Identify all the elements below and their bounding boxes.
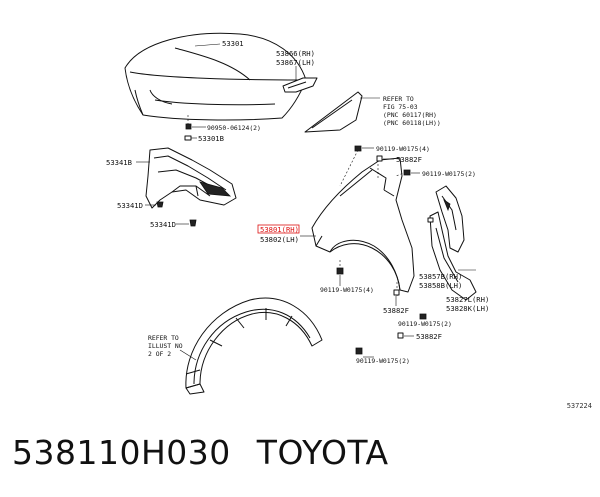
liner-bolt[interactable] <box>355 347 363 355</box>
refer-illust-line-2: ILLUST NO <box>148 342 183 350</box>
hood-clip-label: 90950-06124(2) <box>207 124 261 132</box>
bolt-5-label: 90119-W0175(2) <box>356 357 410 365</box>
protector-rh-label: 53827L(RH) <box>446 295 489 304</box>
fender-dash-1 <box>339 149 359 187</box>
hood-panel[interactable] <box>124 32 307 121</box>
footer-caption: 538110H030 TOYOTA <box>12 433 389 472</box>
fender-lh-label[interactable]: 53802(LH) <box>260 235 299 244</box>
insulator-clip-lower[interactable] <box>189 219 197 227</box>
bolt-1-label: 90119-W0175(4) <box>376 145 430 153</box>
fender-clip-lower[interactable] <box>397 332 404 339</box>
hood-clip[interactable] <box>185 123 192 130</box>
hood-label: 53301 <box>222 39 244 48</box>
refer-illust-leader <box>179 349 197 361</box>
refer-illust-line-3: 2 OF 2 <box>148 350 171 358</box>
refer-fig-line-4: (PNC 60118(LH)) <box>383 119 441 127</box>
hood-seal-rh-label: 53866(RH) <box>276 49 315 58</box>
fender-clip-top[interactable] <box>376 155 383 162</box>
bracket-53341b-label: 53341B <box>106 158 132 167</box>
fender-bolt-top[interactable] <box>354 145 362 152</box>
refer-fig-line-2: FIG 75-03 <box>383 103 418 111</box>
clip-53882-2-label: 53882F <box>383 306 409 315</box>
protector-bolt[interactable] <box>419 313 427 320</box>
headlamp-reference-part[interactable] <box>304 91 363 133</box>
fender-liner[interactable] <box>185 297 323 395</box>
bolt-4-label: 90119-W0175(2) <box>398 320 452 328</box>
fender-bolt-side[interactable] <box>403 169 411 176</box>
brand-name: TOYOTA <box>256 433 389 472</box>
fender-bolt-lower[interactable] <box>336 267 344 275</box>
fender-rh-highlight <box>257 224 300 234</box>
refer-fig-line-1: REFER TO <box>383 95 414 103</box>
clip-53882-1-label: 53882F <box>396 155 422 164</box>
insulator-clip-upper[interactable] <box>156 201 164 208</box>
diagram-code: 537224 <box>566 402 592 410</box>
fender-seal[interactable] <box>435 185 465 253</box>
hood-leader <box>194 43 221 47</box>
fender-protector[interactable] <box>427 211 477 301</box>
hood-insulator[interactable] <box>145 147 237 209</box>
seal-rh-label: 53857B(RH) <box>419 272 462 281</box>
hood-seal-lh-label: 53867(LH) <box>276 58 315 67</box>
protector-lh-label: 53828K(LH) <box>446 304 489 313</box>
hood-cushion[interactable] <box>184 135 192 141</box>
refer-fig-line-3: (PNC 60117(RH) <box>383 111 437 119</box>
part-number: 538110H030 <box>12 433 231 472</box>
fender-rh-label[interactable]: 53801(RH) <box>260 225 299 234</box>
exploded-parts-diagram: 53301 53866(RH) 53867(LH) REFER TO FIG 7… <box>106 32 489 395</box>
hood-seal[interactable] <box>282 77 318 93</box>
cushion-label: 53301B <box>198 134 224 143</box>
fender-clip-mid[interactable] <box>393 289 400 296</box>
clip-53882-3-label: 53882F <box>416 332 442 341</box>
refer-illust-line-1: REFER TO <box>148 334 179 342</box>
bolt-3-label: 90119-W0175(4) <box>320 286 374 294</box>
bolt-2-label: 90119-W0175(2) <box>422 170 476 178</box>
front-fender[interactable] <box>311 157 415 293</box>
seal-lh-label: 53858B(LH) <box>419 281 462 290</box>
clip-53341d-label: 53341D <box>117 201 143 210</box>
clip-53341d-b-label: 53341D <box>150 220 176 229</box>
